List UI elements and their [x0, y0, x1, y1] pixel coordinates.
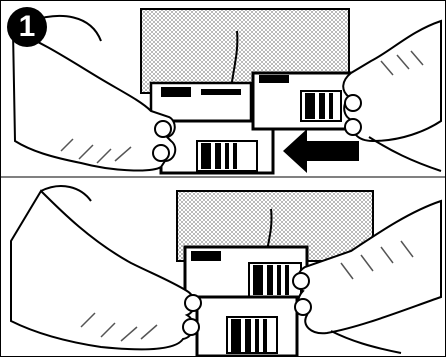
module-right-top [253, 73, 351, 129]
module-lower-bottom [197, 297, 297, 356]
top-panel [13, 9, 441, 173]
module-seated-bottom [185, 247, 307, 301]
step-number-badge: 1 [7, 7, 47, 47]
left-hand-bottom [11, 186, 201, 349]
bottom-panel [11, 186, 441, 356]
left-arrow-icon [283, 129, 359, 173]
